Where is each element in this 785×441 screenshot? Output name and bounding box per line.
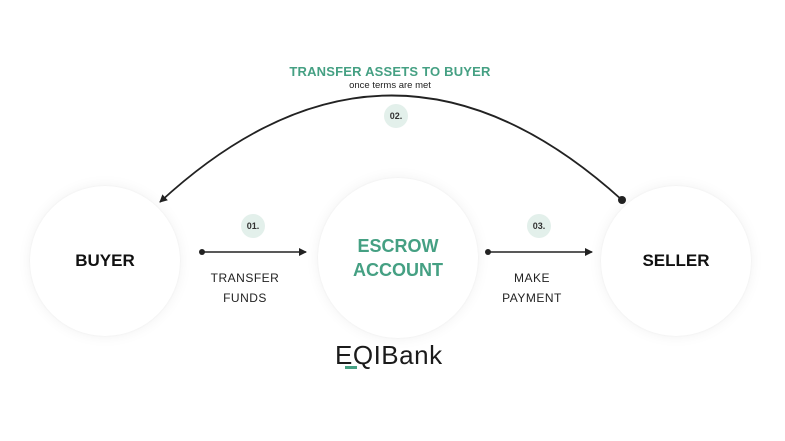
buyer-node: BUYER <box>30 186 180 336</box>
eqibank-logo: EQ IBank <box>335 338 465 372</box>
escrow-label-line1: ESCROW <box>357 235 439 256</box>
transfer-assets-subtitle: once terms are met <box>349 80 431 91</box>
logo-prefix-text: EQ <box>335 339 374 370</box>
arc-arrow-seller-to-buyer <box>159 94 623 203</box>
step-badge-03: 03. <box>527 214 551 238</box>
arc-start-dot <box>618 196 626 204</box>
step-badge-01: 01. <box>241 214 265 238</box>
transfer-assets-title: TRANSFER ASSETS TO BUYER <box>289 64 491 79</box>
step-badge-02: 02. <box>384 104 408 128</box>
make-payment-line1: MAKE <box>513 271 550 285</box>
logo-suffix: IBank <box>373 339 443 370</box>
logo-prefix: EQ <box>335 340 374 371</box>
logo-accent-bar <box>345 365 357 369</box>
seller-node: SELLER <box>601 186 751 336</box>
arrow-buyer-to-escrow-dot <box>199 249 205 255</box>
buyer-label: BUYER <box>75 251 135 270</box>
transfer-funds-line1: TRANSFER <box>210 271 280 285</box>
make-payment-line2: PAYMENT <box>502 291 562 305</box>
escrow-label-line2: ACCOUNT <box>353 260 443 280</box>
transfer-funds-label: TRANSFER FUNDS <box>185 268 305 308</box>
seller-label: SELLER <box>642 251 710 270</box>
arrow-escrow-to-seller-dot <box>485 249 491 255</box>
make-payment-label: MAKE PAYMENT <box>472 268 592 308</box>
escrow-account-node: ESCROW ACCOUNT <box>318 178 478 338</box>
transfer-funds-line2: FUNDS <box>223 291 267 305</box>
